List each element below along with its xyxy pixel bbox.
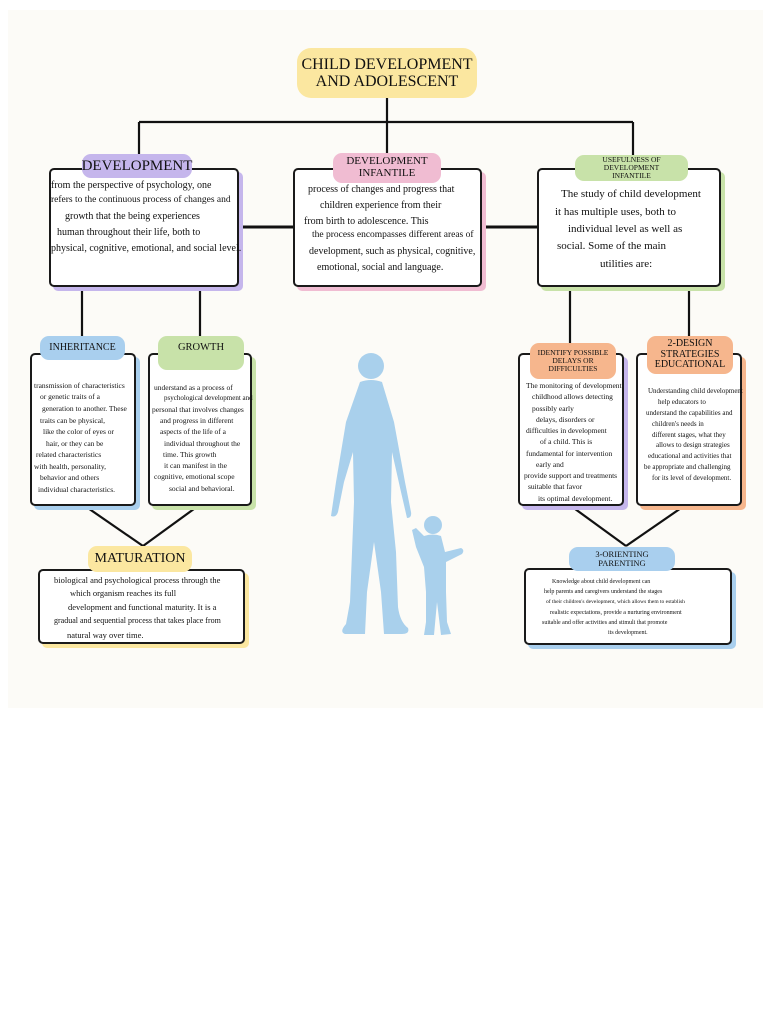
usefulness-card: The study of child development it has mu…	[537, 168, 721, 287]
identify-line: its optimal development.	[538, 494, 613, 503]
infantile-line: development, such as physical, cognitive…	[309, 246, 476, 257]
development-line: growth that the being experiences	[65, 211, 200, 222]
growth-line: aspects of the life of a	[160, 427, 227, 436]
design-line: educational and activities that	[648, 452, 732, 460]
inheritance-label: INHERITANCE	[40, 336, 125, 360]
inheritance-line: generation to another. These	[42, 404, 127, 413]
design-line: allows to design strategies	[656, 441, 730, 449]
infantile-line: from birth to adolescence. This	[304, 216, 429, 227]
orienting-line: Knowledge about child development can	[552, 579, 651, 585]
inheritance-line: transmission of characteristics	[34, 381, 125, 390]
design-line: Understanding child development	[648, 387, 743, 395]
maturation-line: development and functional maturity. It …	[68, 602, 217, 612]
connector-inheritance-maturation	[84, 505, 144, 547]
infantile-line: emotional, social and language.	[317, 262, 444, 273]
design-line: help educators to	[658, 398, 706, 406]
design-line: be appropriate and challenging	[644, 463, 731, 471]
identify-line: provide support and treatments	[524, 471, 618, 480]
development-line: refers to the continuous process of chan…	[51, 195, 231, 205]
development-label: DEVELOPMENT	[82, 154, 192, 178]
maturation-line: which organism reaches its full	[70, 588, 177, 598]
infantile-label: DEVELOPMENT INFANTILE	[333, 153, 441, 183]
design-card: Understanding child development help edu…	[636, 353, 743, 506]
identify-line: suitable that favor	[528, 482, 583, 491]
growth-line: and progress in different	[160, 416, 234, 425]
identify-line: fundamental for intervention	[526, 449, 613, 458]
usefulness-line: social. Some of the main	[557, 240, 667, 252]
design-line: different stages, what they	[652, 431, 726, 439]
inheritance-line: or genetic traits of a	[40, 392, 100, 401]
infantile-line: children experience from their	[320, 200, 442, 211]
development-card: from the perspective of psychology, one …	[49, 168, 242, 287]
orienting-line: suitable and offer activities and stimul…	[542, 620, 668, 626]
growth-line: personal that involves changes	[152, 405, 244, 414]
growth-line: time. This growth	[163, 450, 217, 459]
title-label: CHILD DEVELOPMENT AND ADOLESCENT	[297, 48, 477, 98]
growth-line: it can manifest in the	[164, 461, 227, 470]
parent-child-silhouette-icon	[331, 353, 464, 635]
inheritance-line: with health, personality,	[34, 462, 106, 471]
design-line: children's needs in	[652, 420, 704, 428]
orienting-line: help parents and caregivers understand t…	[544, 589, 663, 595]
usefulness-line: it has multiple uses, both to	[555, 206, 676, 218]
development-line: human throughout their life, both to	[57, 227, 201, 238]
maturation-line: biological and psychological process thr…	[54, 575, 221, 585]
growth-line: cognitive, emotional scope	[154, 472, 235, 481]
infantile-card: process of changes and progress that chi…	[293, 168, 482, 287]
identify-line: difficulties in development	[526, 426, 607, 435]
usefulness-line: individual level as well as	[568, 223, 683, 235]
inheritance-line: related characteristics	[36, 450, 102, 459]
inheritance-card: transmission of characteristics or genet…	[30, 353, 136, 506]
orienting-line: realistic expectations, provide a nurtur…	[550, 610, 682, 616]
usefulness-line: The study of child development	[561, 188, 701, 200]
maturation-line: gradual and sequential process that take…	[54, 616, 221, 625]
inheritance-line: individual characteristics.	[38, 485, 116, 494]
growth-line: psychological development and	[164, 394, 253, 402]
title-line-1: CHILD DEVELOPMENT	[301, 55, 473, 73]
identify-line: of a child. This is	[540, 437, 593, 446]
identify-line: early and	[536, 460, 564, 469]
development-line: physical, cognitive, emotional, and soci…	[51, 243, 242, 254]
identify-line: possibly early	[532, 404, 574, 413]
connector-lines	[80, 98, 691, 547]
connector-growth-maturation	[142, 505, 199, 547]
identify-label: IDENTIFY POSSIBLE DELAYS OR DIFFICULTIES	[530, 343, 616, 379]
usefulness-line: utilities are:	[600, 258, 653, 270]
orienting-line: of their children's development, which a…	[546, 599, 685, 605]
growth-label: GROWTH	[158, 336, 244, 370]
connector-design-orienting	[625, 505, 685, 547]
design-line: understand the capabilities and	[646, 409, 733, 417]
orienting-line: its development.	[608, 630, 648, 636]
growth-line: individual throughout the	[164, 439, 241, 448]
maturation-line: natural way over time.	[67, 630, 144, 640]
identify-line: childhood allows detecting	[532, 392, 613, 401]
concept-map-sheet: CHILD DEVELOPMENT AND ADOLESCENT from th…	[8, 10, 763, 708]
connector-identify-orienting	[570, 505, 627, 547]
inheritance-line: traits can be physical,	[40, 416, 105, 425]
inheritance-line: hair, or they can be	[46, 439, 104, 448]
maturation-label: MATURATION	[88, 546, 192, 572]
orienting-label: 3-ORIENTING PARENTING	[569, 547, 675, 571]
design-line: for its level of development.	[652, 474, 732, 482]
design-label: 2-DESIGN STRATEGIES EDUCATIONAL	[647, 336, 733, 374]
identify-line: delays, disorders or	[536, 415, 595, 424]
inheritance-line: like the color of eyes or	[43, 427, 115, 436]
usefulness-label: USEFULNESS OF DEVELOPMENT INFANTILE	[575, 155, 688, 181]
development-line: from the perspective of psychology, one	[51, 180, 212, 191]
maturation-card: biological and psychological process thr…	[38, 569, 245, 644]
inheritance-line: behavior and others	[40, 473, 100, 482]
growth-card: understand as a process of psychological…	[148, 353, 253, 506]
orienting-card: Knowledge about child development can he…	[524, 568, 732, 645]
infantile-line: the process encompasses different areas …	[312, 230, 474, 240]
title-line-2: AND ADOLESCENT	[315, 73, 459, 90]
growth-line: understand as a process of	[154, 383, 233, 392]
infantile-line: process of changes and progress that	[308, 184, 455, 195]
identify-line: The monitoring of development	[526, 381, 622, 390]
growth-line: social and behavioral.	[169, 484, 235, 493]
